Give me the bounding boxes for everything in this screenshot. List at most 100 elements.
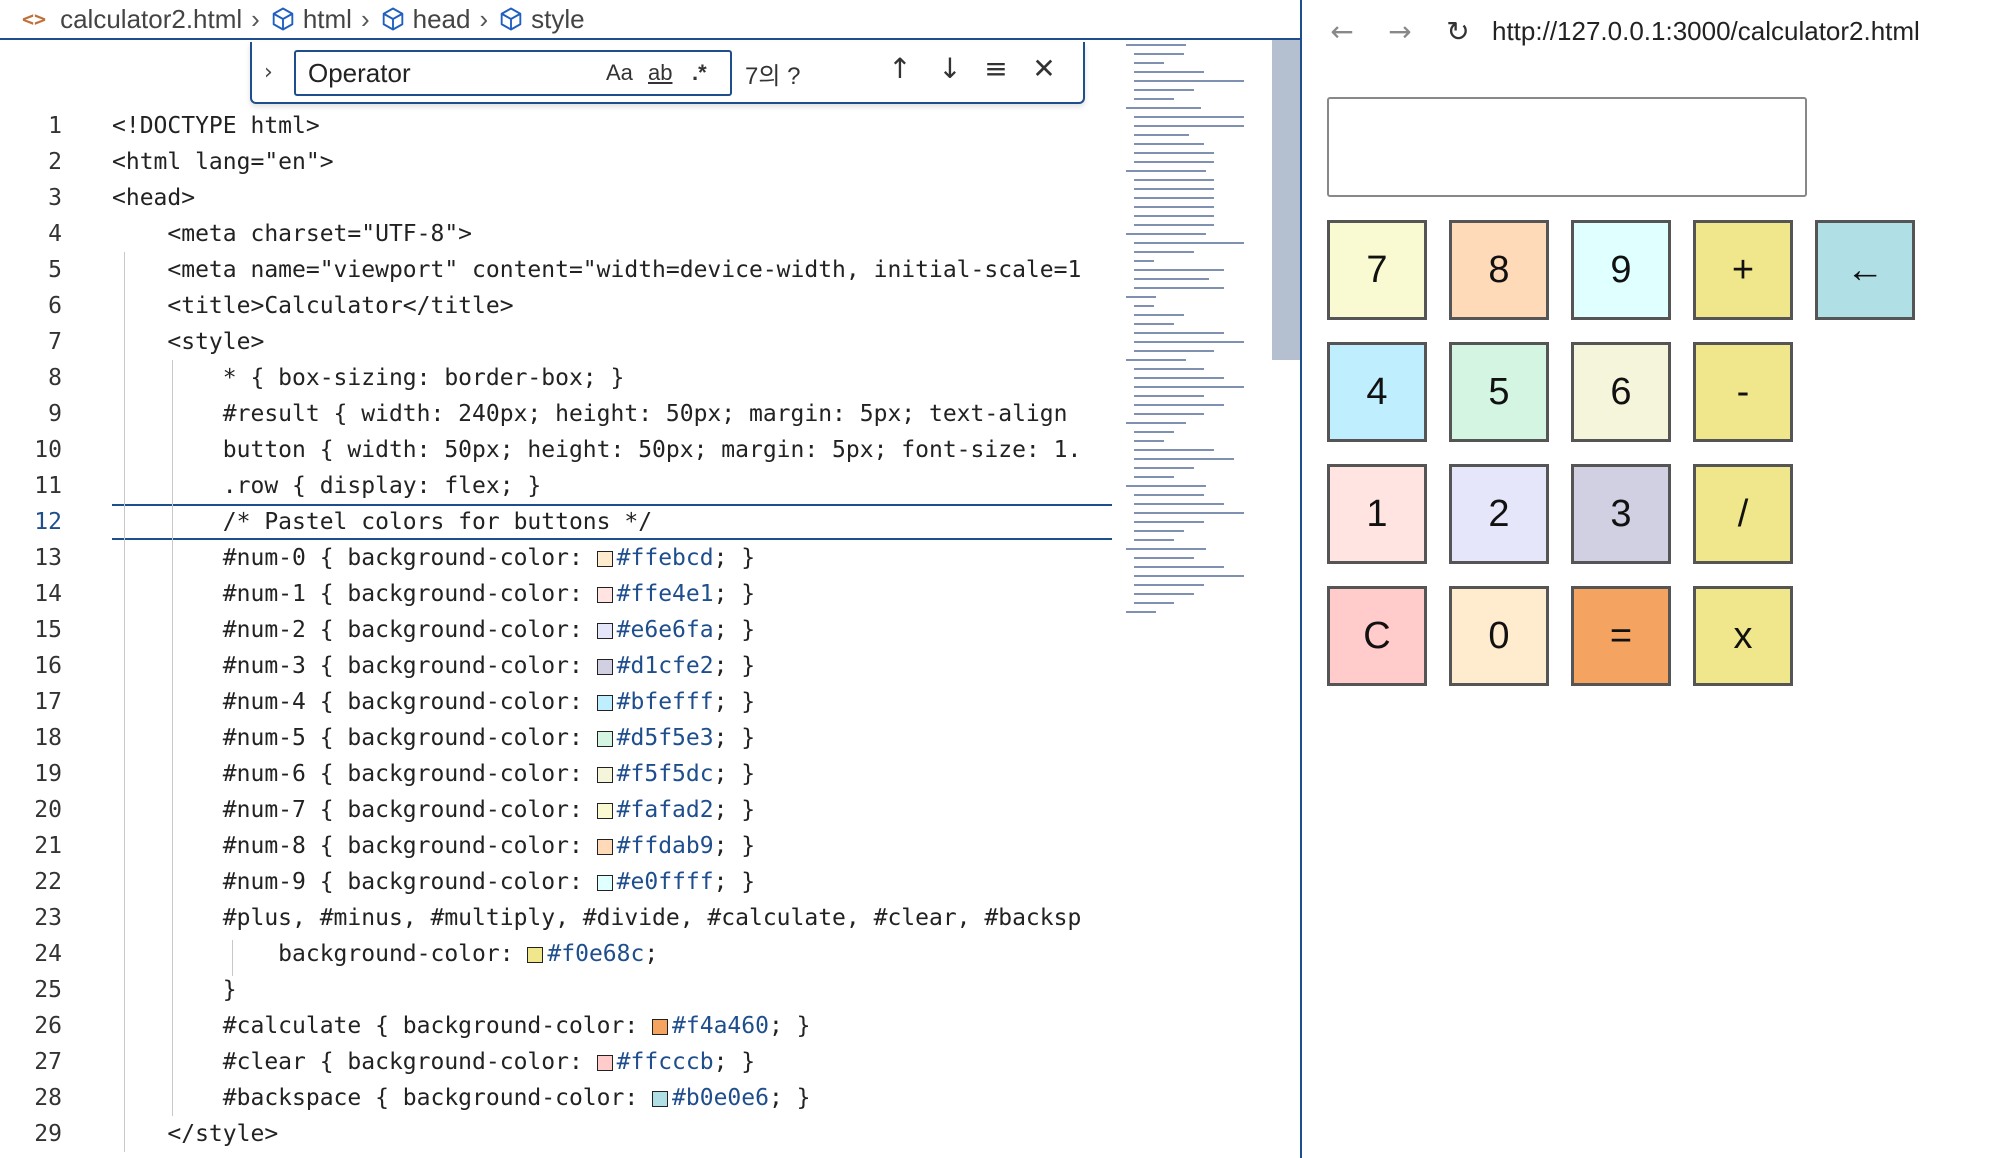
minimap-line	[1134, 278, 1209, 280]
calc-button-num-6[interactable]: 6	[1571, 342, 1671, 442]
color-value: #f4a460	[672, 1013, 769, 1039]
minimap-line	[1126, 611, 1156, 613]
calc-button-plus[interactable]: +	[1693, 220, 1793, 320]
calc-button-num-7[interactable]: 7	[1327, 220, 1427, 320]
find-in-selection-button[interactable]: ≡	[984, 52, 1008, 85]
color-swatch-icon[interactable]	[596, 731, 613, 747]
chevron-right-icon: ›	[360, 3, 370, 34]
color-swatch-icon[interactable]	[527, 947, 544, 963]
minimap[interactable]	[1122, 40, 1272, 1158]
code-line: #num-1 { background-color: #ffe4e1; }	[112, 576, 1112, 612]
minimap-line	[1134, 197, 1214, 199]
color-swatch-icon[interactable]	[652, 1091, 669, 1107]
minimap-line	[1134, 179, 1214, 181]
calc-button-multiply[interactable]: x	[1693, 586, 1793, 686]
minimap-line	[1134, 152, 1214, 154]
chevron-right-icon: ›	[251, 3, 260, 34]
calc-button-calculate[interactable]: =	[1571, 586, 1671, 686]
indent-guide	[124, 252, 125, 1152]
minimap-line	[1134, 341, 1244, 343]
calc-button-divide[interactable]: /	[1693, 464, 1793, 564]
minimap-line	[1134, 116, 1244, 118]
minimap-line	[1134, 404, 1224, 406]
code-text: ; }	[713, 833, 756, 859]
line-number: 6	[48, 293, 62, 319]
previous-match-button[interactable]: ↑	[888, 52, 912, 85]
color-swatch-icon[interactable]	[596, 767, 613, 783]
color-swatch-icon[interactable]	[596, 551, 613, 567]
line-number: 3	[48, 185, 62, 211]
calc-button-num-1[interactable]: 1	[1327, 464, 1427, 564]
breadcrumb-style[interactable]: style	[497, 4, 585, 35]
color-swatch-icon[interactable]	[596, 587, 613, 603]
breadcrumb-head[interactable]: head	[379, 3, 471, 35]
reload-icon[interactable]: ↻	[1446, 14, 1470, 48]
minimap-line	[1134, 323, 1174, 325]
calc-button-backspace[interactable]: ←	[1815, 220, 1915, 320]
split-divider[interactable]	[1300, 0, 1302, 1158]
line-number: 23	[34, 905, 62, 931]
color-swatch-icon[interactable]	[596, 875, 613, 891]
color-swatch-icon[interactable]	[596, 1055, 613, 1071]
code-line: #backspace { background-color: #b0e0e6; …	[112, 1080, 1112, 1116]
breadcrumb-head-label: head	[412, 3, 471, 34]
back-icon[interactable]: ←	[1330, 14, 1354, 48]
url-bar[interactable]: http://127.0.0.1:3000/calculator2.html	[1492, 15, 1920, 46]
calc-button-num-9[interactable]: 9	[1571, 220, 1671, 320]
forward-icon[interactable]: →	[1388, 14, 1412, 48]
code-line: </style>	[112, 1116, 1112, 1152]
close-find-button[interactable]: ✕	[1032, 52, 1056, 85]
minimap-line	[1134, 71, 1204, 73]
code-text: #plus, #minus, #multiply, #divide, #calc…	[112, 905, 1082, 931]
minimap-line	[1134, 467, 1194, 469]
calc-button-num-5[interactable]: 5	[1449, 342, 1549, 442]
color-swatch-icon[interactable]	[596, 803, 613, 819]
minimap-line	[1134, 350, 1214, 352]
minimap-line	[1134, 458, 1234, 460]
color-value: #ffe4e1	[616, 581, 714, 607]
minimap-line	[1134, 89, 1194, 91]
calc-button-clear[interactable]: C	[1327, 586, 1427, 686]
code-text-area[interactable]: <!DOCTYPE html><html lang="en"><head> <m…	[112, 108, 1112, 1152]
calc-button-num-3[interactable]: 3	[1571, 464, 1671, 564]
code-text: ; }	[713, 725, 756, 751]
code-text: #num-3 { background-color:	[112, 653, 597, 679]
minimap-line	[1134, 566, 1224, 568]
match-case-toggle[interactable]: Aa	[606, 60, 633, 85]
color-swatch-icon[interactable]	[652, 1019, 669, 1035]
calc-button-num-8[interactable]: 8	[1449, 220, 1549, 320]
minimap-line	[1134, 530, 1184, 532]
line-number: 20	[34, 797, 62, 823]
find-input[interactable]	[308, 58, 588, 88]
calc-button-minus[interactable]: -	[1693, 342, 1793, 442]
code-text: ; }	[713, 869, 756, 895]
next-match-button[interactable]: ↓	[938, 52, 962, 85]
color-swatch-icon[interactable]	[596, 659, 613, 675]
color-swatch-icon[interactable]	[596, 623, 613, 639]
minimap-line	[1126, 44, 1186, 46]
color-swatch-icon[interactable]	[596, 695, 613, 711]
line-number: 14	[34, 581, 62, 607]
minimap-line	[1134, 602, 1174, 604]
color-value: #e0ffff	[616, 869, 714, 895]
result-display[interactable]	[1327, 97, 1807, 197]
toggle-replace-icon[interactable]: ›	[264, 60, 273, 85]
breadcrumb-html[interactable]: html	[269, 4, 352, 35]
code-text: #result { width: 240px; height: 50px; ma…	[112, 401, 1068, 427]
code-text: </style>	[112, 1121, 279, 1147]
breadcrumb-file[interactable]: <> calculator2.html	[22, 4, 242, 35]
calc-button-num-4[interactable]: 4	[1327, 342, 1427, 442]
regex-toggle[interactable]: .*	[692, 60, 707, 85]
minimap-line	[1134, 161, 1214, 163]
code-text: #num-8 { background-color:	[112, 833, 597, 859]
minimap-line	[1134, 305, 1154, 307]
code-line: #calculate { background-color: #f4a460; …	[112, 1008, 1112, 1044]
color-swatch-icon[interactable]	[596, 839, 613, 855]
color-value: #bfefff	[616, 689, 714, 715]
whole-word-toggle[interactable]: ab	[648, 60, 673, 85]
calc-button-num-2[interactable]: 2	[1449, 464, 1549, 564]
minimap-slider[interactable]	[1272, 40, 1300, 360]
code-text: #num-5 { background-color:	[112, 725, 597, 751]
browser-nav-bar: ← → ↻ http://127.0.0.1:3000/calculator2.…	[1302, 0, 1994, 62]
calc-button-num-0[interactable]: 0	[1449, 586, 1549, 686]
